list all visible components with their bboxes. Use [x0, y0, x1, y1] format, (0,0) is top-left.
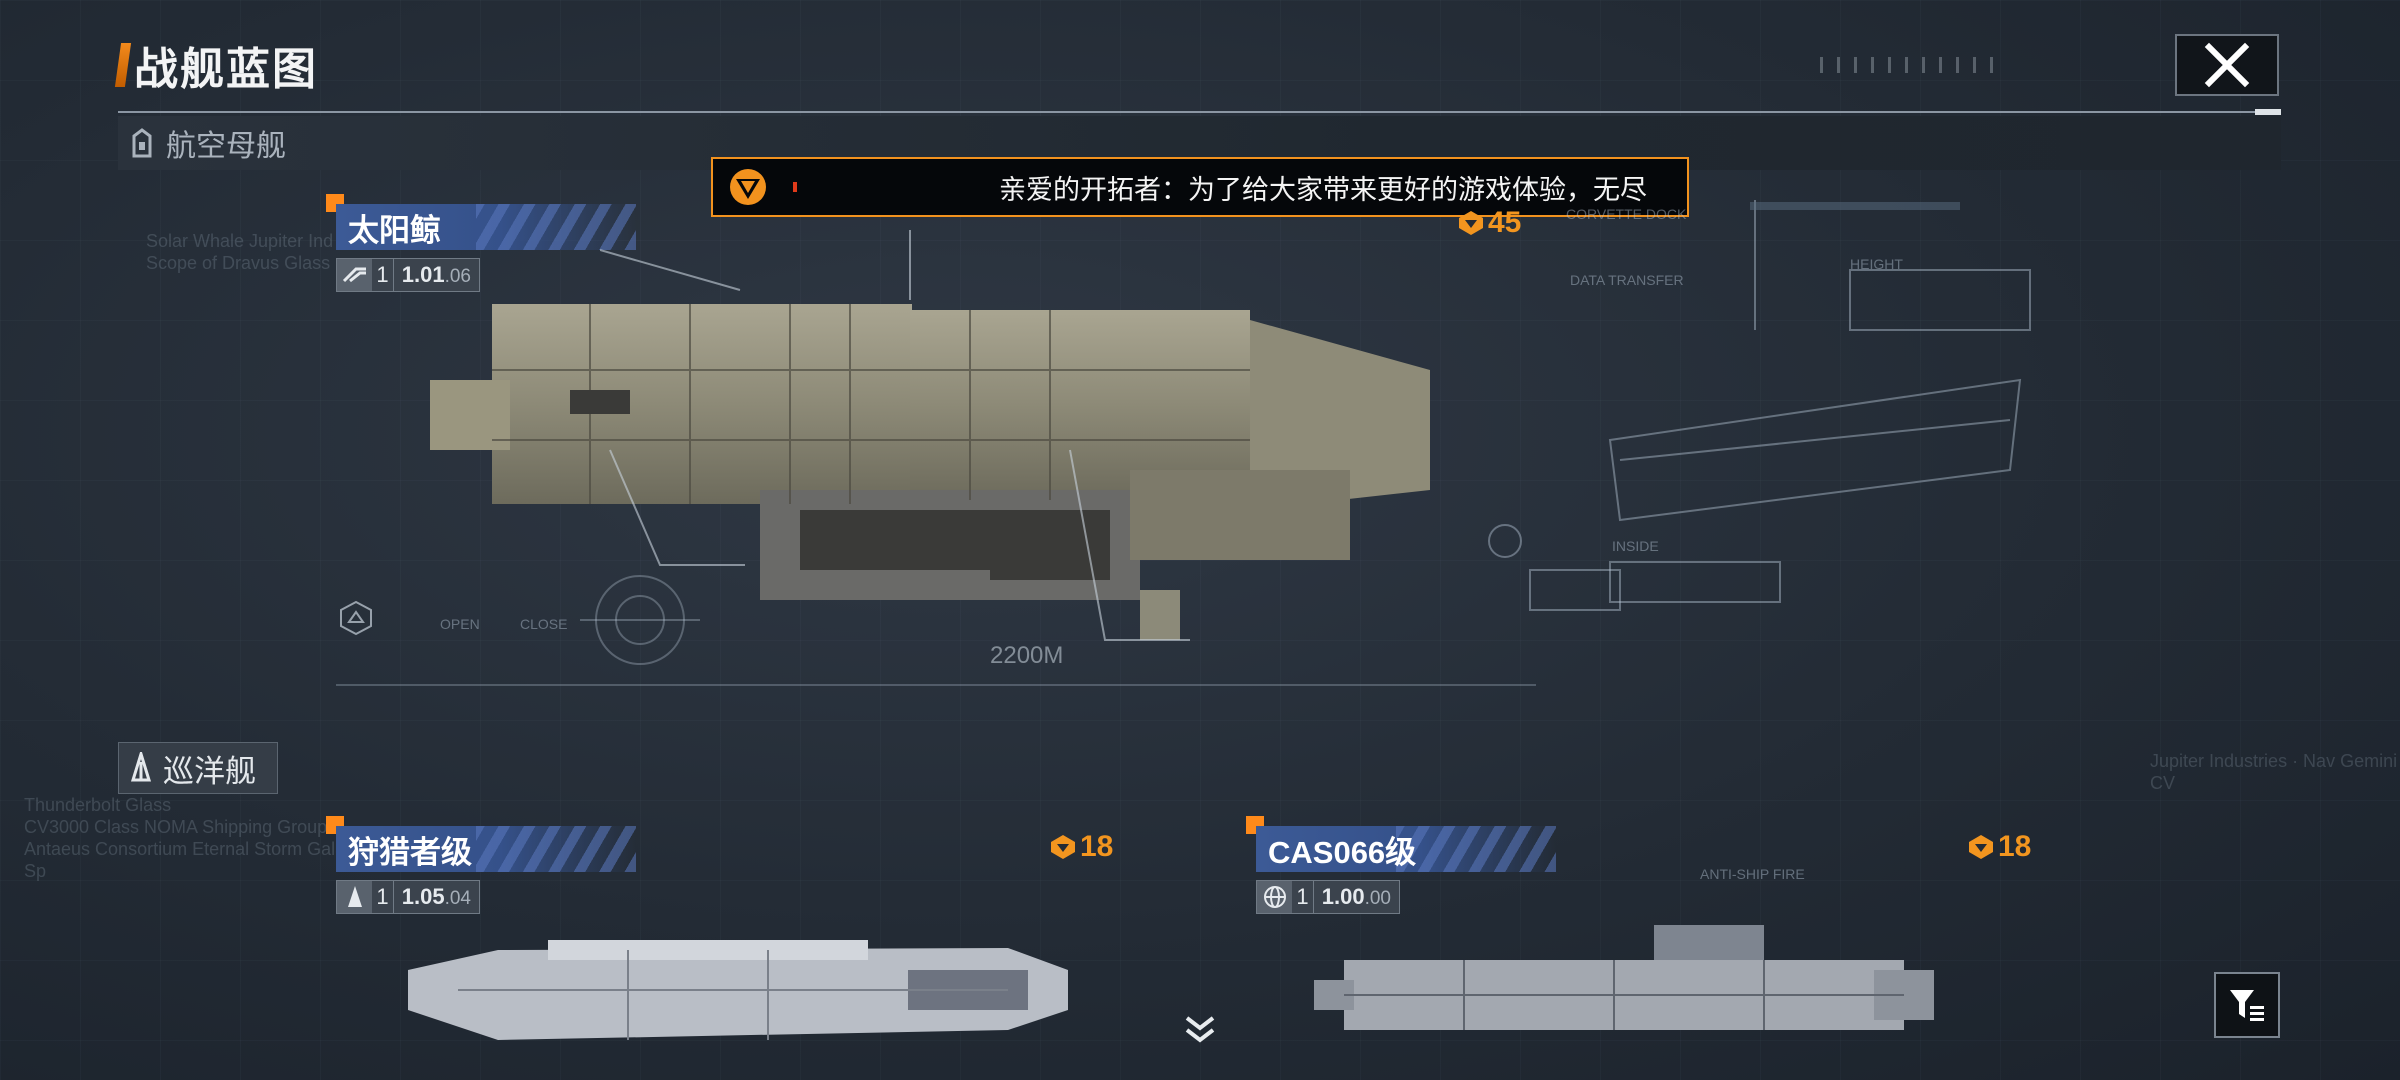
- bp-corvette-label: CORVETTE DOCK: [1566, 206, 1687, 222]
- ship-cost: 18: [1968, 830, 2031, 864]
- header-tick-strip: [1820, 57, 2050, 73]
- ship-cost: 45: [1458, 206, 1521, 240]
- bp-inside-label: INSIDE: [1612, 538, 1659, 554]
- scroll-down-chevron-icon[interactable]: [1183, 1012, 1217, 1046]
- faction-icon: [337, 259, 373, 291]
- leader-lines: [600, 230, 1190, 641]
- announcement-text: 亲爱的开拓者：为了给大家带来更好的游戏体验，无尽: [999, 174, 1647, 205]
- bp-close-label: CLOSE: [520, 616, 568, 632]
- ship-image-hunter: [408, 940, 1068, 1040]
- globe-icon: [1257, 881, 1293, 913]
- header-divider-cap: [2255, 109, 2281, 115]
- ship-version: 1.00.00: [1321, 884, 1391, 909]
- ship-image-cas066: [1314, 925, 1934, 1030]
- page-title-text: 战舰蓝图: [134, 45, 318, 94]
- side-blueprint: [1488, 200, 2031, 611]
- header-divider: [118, 111, 2281, 113]
- bp-open-label: OPEN: [440, 616, 480, 632]
- bg-text-right: Jupiter Industries · Nav Gemini CV: [2150, 751, 2398, 793]
- category-carrier-label: 航空母舰: [166, 130, 286, 163]
- ship-tier: 1: [372, 259, 394, 291]
- announcement-logo-icon: [713, 159, 783, 215]
- cost-icon: [1969, 835, 1993, 859]
- close-button[interactable]: [2175, 34, 2279, 96]
- building-icon: [132, 128, 152, 158]
- cruiser-icon: [130, 752, 152, 782]
- ship-version: 1.01.06: [401, 262, 471, 287]
- ship-tier: 1: [1292, 881, 1314, 913]
- ship-stats: 1 1.01.06: [336, 258, 480, 292]
- title-accent: [114, 43, 132, 87]
- ship-version: 1.05.04: [401, 884, 471, 909]
- hexagon-icon: [340, 600, 372, 636]
- announcement-marquee[interactable]: 亲爱的开拓者：为了给大家带来更好的游戏体验，无尽: [711, 157, 1689, 217]
- ship-name-band: 狩猎者级: [336, 826, 636, 872]
- announcement-tick: [793, 182, 797, 192]
- ship-stats: 1 1.05.04: [336, 880, 480, 914]
- bg-text-carrier: Solar Whale Jupiter Ind Scope of Dravus …: [146, 231, 334, 273]
- cost-icon: [1051, 835, 1075, 859]
- radar-diagram: [580, 575, 700, 665]
- filter-icon: [2230, 990, 2264, 1021]
- bp-anti-ship-label: ANTI-SHIP FIRE: [1700, 866, 1805, 882]
- ship-card-cas066[interactable]: CAS066级 1 1.00.00: [1256, 826, 1556, 914]
- bg-text-cruiser: Thunderbolt Glass CV3000 Class NOMA Ship…: [24, 795, 346, 881]
- scale-ruler: [336, 684, 1536, 686]
- bp-data-transfer-label: DATA TRANSFER: [1570, 272, 1684, 288]
- ship-stats: 1 1.00.00: [1256, 880, 1400, 914]
- bp-height-label: HEIGHT: [1850, 256, 1903, 272]
- ship-name: 狩猎者级: [348, 834, 472, 870]
- ship-card-taiyangjing[interactable]: 太阳鲸 1 1.01.06: [336, 204, 636, 292]
- ship-card-hunter[interactable]: 狩猎者级 1 1.05.04: [336, 826, 636, 914]
- scale-label: 2200M: [990, 642, 1064, 669]
- cost-icon: [1459, 211, 1483, 235]
- ship-name: 太阳鲸: [348, 212, 441, 248]
- page-title: 战舰蓝图: [114, 40, 318, 94]
- ship-name: CAS066级: [1268, 834, 1417, 870]
- category-cruiser[interactable]: 巡洋舰: [118, 742, 278, 794]
- ship-name-band: CAS066级: [1256, 826, 1556, 872]
- close-icon: [2204, 42, 2250, 88]
- filter-button[interactable]: [2214, 972, 2280, 1038]
- ship-cost: 18: [1050, 830, 1113, 864]
- category-cruiser-label: 巡洋舰: [163, 753, 256, 789]
- cruiser-class-icon: [337, 881, 373, 913]
- ship-name-band: 太阳鲸: [336, 204, 636, 250]
- ship-image-taiyangjing: [430, 304, 1430, 640]
- ship-tier: 1: [372, 881, 394, 913]
